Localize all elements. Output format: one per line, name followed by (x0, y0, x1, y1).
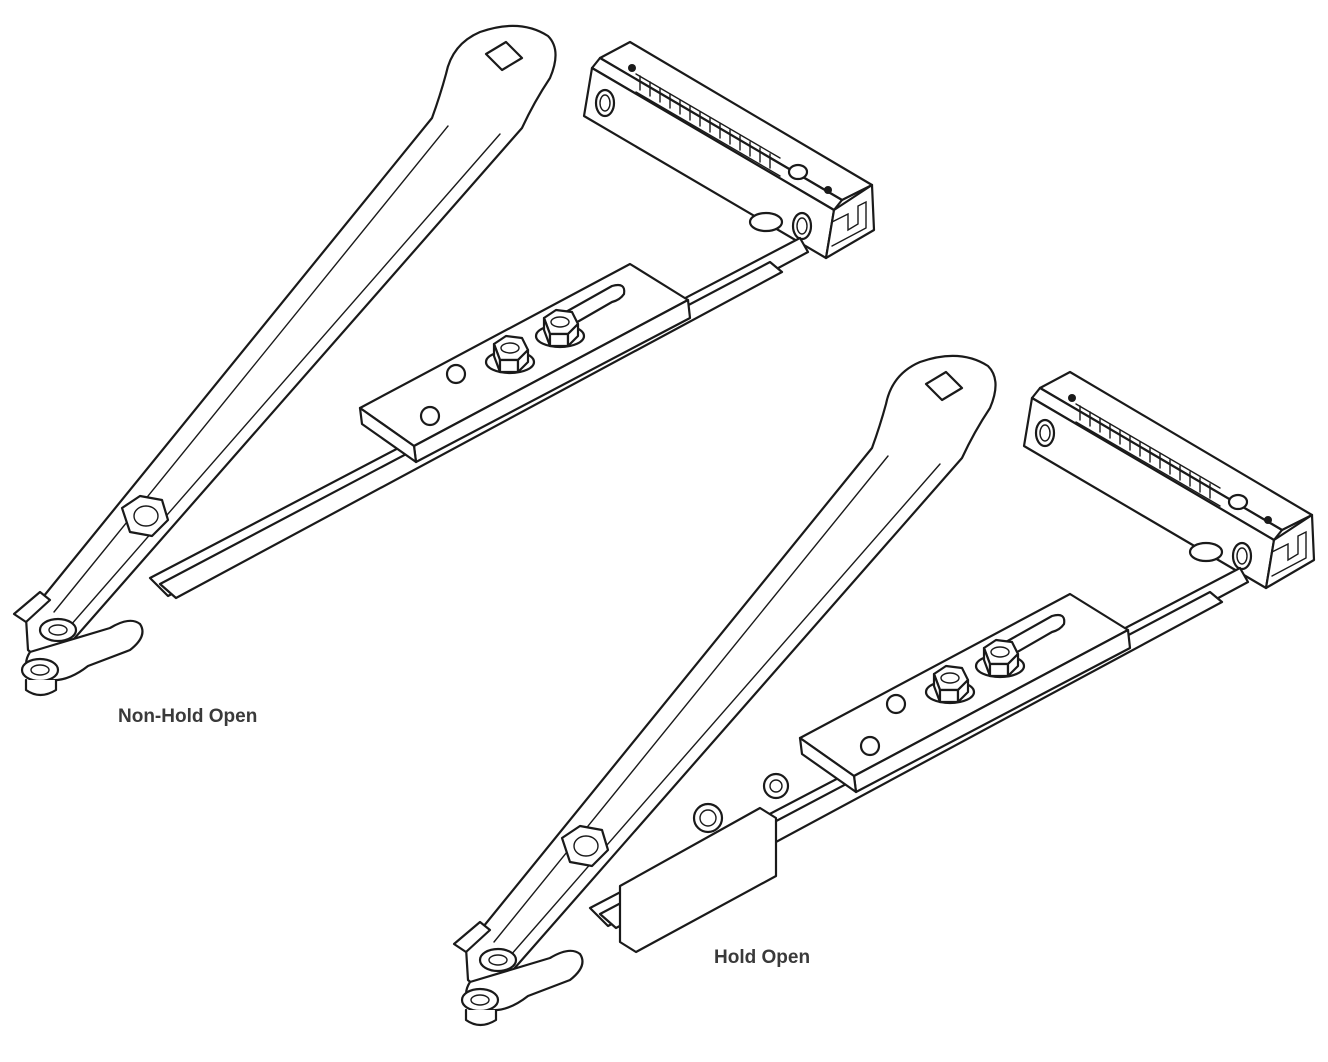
hold-open-arm (452, 354, 1316, 1027)
non-hold-open-arm (12, 24, 876, 697)
non-hold-open-label: Non-Hold Open (118, 706, 258, 727)
hold-open-plate (618, 772, 790, 954)
hold-open-label: Hold Open (714, 947, 811, 968)
